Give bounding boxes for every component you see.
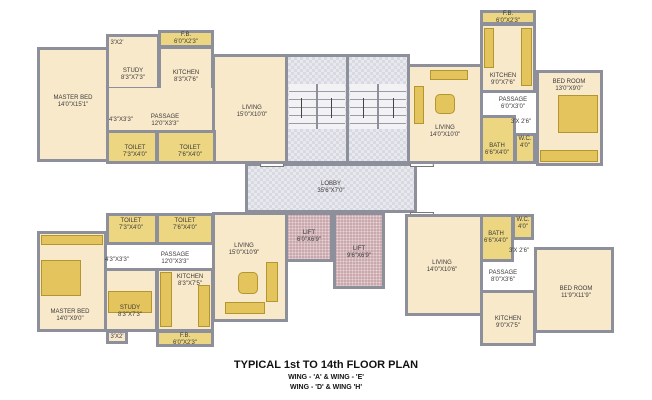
bed-icon xyxy=(41,260,81,296)
flat-1-fb-label: F.B.6'0"X2'3" xyxy=(496,11,520,24)
wardrobe-icon xyxy=(41,235,103,245)
arrow-down-icon xyxy=(331,98,332,118)
plan-subtitle-1: WING - 'A' & WING - 'E' xyxy=(288,374,364,381)
flat-3-duct xyxy=(106,330,128,344)
lift-2-label: LIFT 9'6"X6'9" xyxy=(347,246,371,259)
plan-subtitle-2: WING - 'D' & WING 'H' xyxy=(290,384,362,391)
arrow-up-icon xyxy=(301,98,302,118)
arrow-up-icon xyxy=(363,98,364,118)
flat-2-duct-label: 3'X 2'6" xyxy=(508,248,530,254)
lobby xyxy=(245,163,417,213)
flat-4-duct-label: 3'X2' xyxy=(110,40,124,46)
flat-3-fb xyxy=(156,330,214,347)
sofa-icon xyxy=(414,86,424,124)
flat-3-duct-label: 3'X2' xyxy=(110,334,124,340)
flat-4-fb-label: F.B.6'0"X2'3" xyxy=(174,32,198,45)
table-icon xyxy=(435,94,455,114)
flat-4-lobby-label: 4'3"X3'3" xyxy=(109,117,133,123)
flat-2-kitchen xyxy=(480,290,536,346)
lift-1 xyxy=(285,212,333,262)
desk-icon xyxy=(108,291,152,313)
flat-4-toilet-2 xyxy=(156,130,216,164)
flat-1-wc xyxy=(514,133,536,164)
wardrobe-icon xyxy=(540,150,598,162)
flat-3-toilet-2 xyxy=(156,213,214,245)
stair-divider xyxy=(377,84,379,129)
arrow-down-icon xyxy=(393,98,394,118)
counter-icon xyxy=(198,285,210,327)
flat-4-living xyxy=(212,54,288,164)
plan-title: TYPICAL 1st TO 14th FLOOR PLAN xyxy=(233,359,419,371)
sofa-icon xyxy=(266,262,278,302)
flat-2-bedroom xyxy=(534,247,614,333)
lobby-label: LOBBY 35'6"X7'0" xyxy=(317,181,345,194)
flat-3-lobby-label: 4'3"X3'3" xyxy=(105,257,129,263)
lift-1-label: LIFT 6'0"X6'9" xyxy=(297,230,321,243)
flat-3-fb-label: F.B.6'0"X2'3" xyxy=(173,333,197,346)
stair-divider xyxy=(316,84,318,129)
sofa-icon xyxy=(225,302,265,314)
counter-icon xyxy=(484,28,494,68)
lift-2 xyxy=(333,212,385,289)
counter-icon xyxy=(160,272,172,327)
counter-icon xyxy=(521,28,532,86)
flat-2-wc-label: W.C.4'0" xyxy=(516,217,530,230)
flat-1-duct-label: 3'X 2'6" xyxy=(510,119,532,125)
flat-2-wc xyxy=(512,214,534,240)
bed-icon xyxy=(558,95,598,133)
flat-1-wc-label: W.C.4'0" xyxy=(518,136,532,149)
table-icon xyxy=(238,272,258,294)
flat-2-living xyxy=(405,214,483,316)
sofa-icon xyxy=(430,70,468,80)
